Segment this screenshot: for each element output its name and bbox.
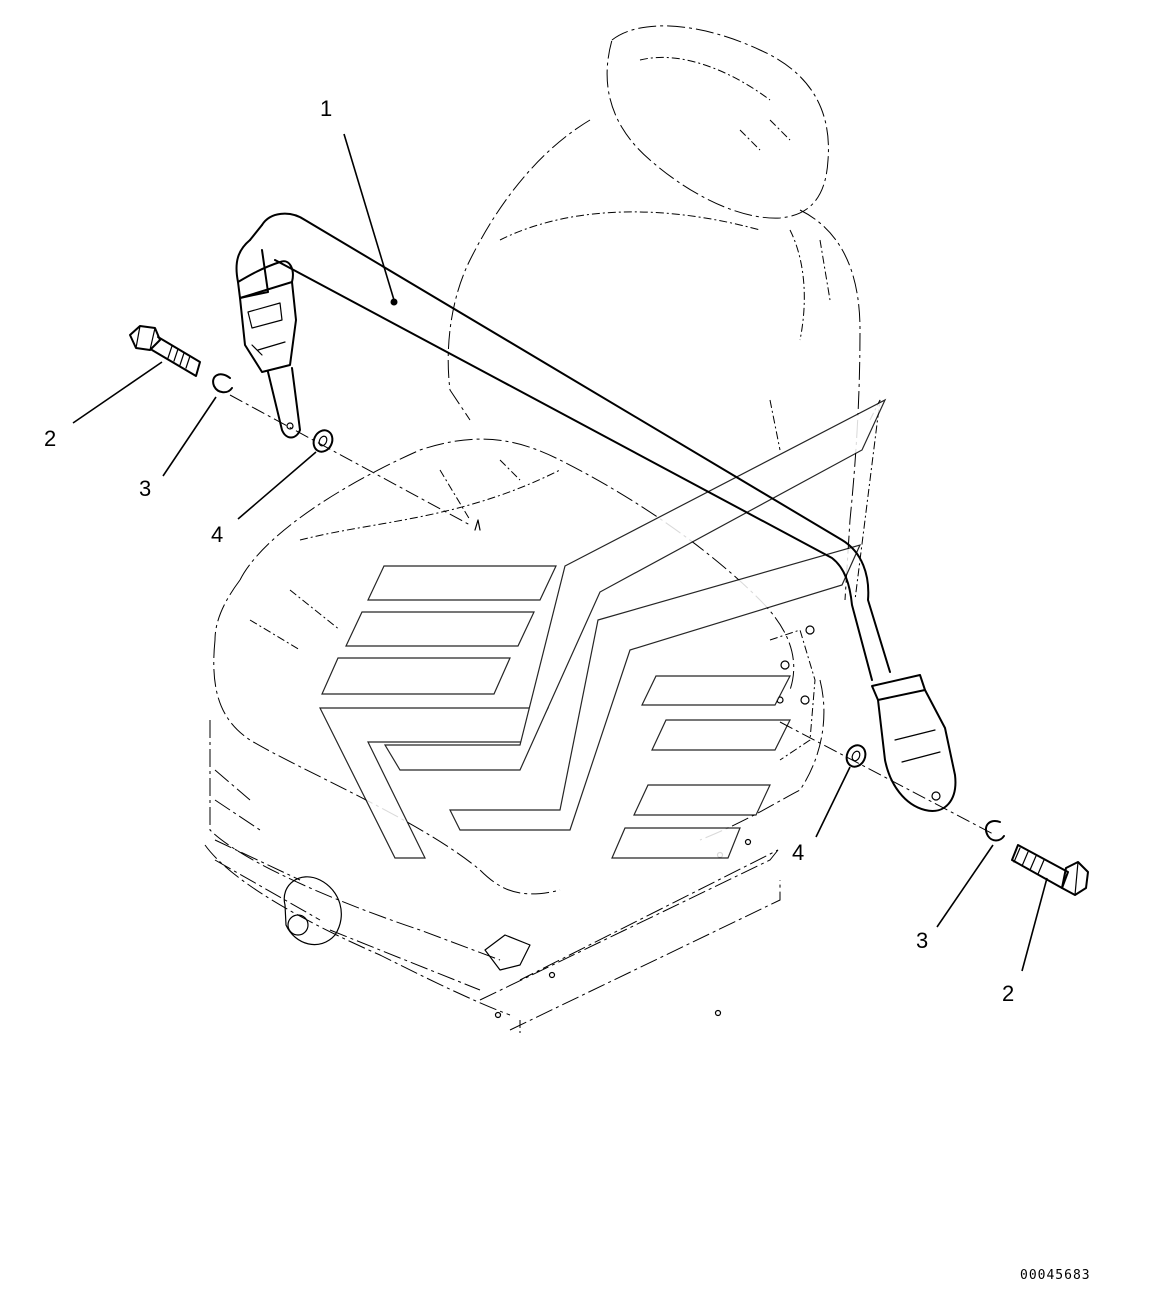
bolt-left-part <box>129 325 201 377</box>
callout-bolt-right: 2 <box>1002 981 1014 1006</box>
clip-left-part <box>212 373 233 394</box>
callout-belt: 1 <box>320 96 332 121</box>
callout-clip-right: 3 <box>916 928 928 953</box>
callout-washer-right: 4 <box>792 840 804 865</box>
drawing-number: 00045683 <box>1020 1268 1091 1283</box>
bolt-right-part <box>1011 844 1089 896</box>
leader-lines <box>72 133 1048 972</box>
callout-bolt-left: 2 <box>44 426 56 451</box>
callout-clip-left: 3 <box>139 476 151 501</box>
washer-right-part <box>845 744 867 768</box>
seat-phantom-outline <box>204 25 881 1035</box>
washer-left-part <box>312 429 334 453</box>
clip-right-part <box>984 820 1005 842</box>
callout-washer-left: 4 <box>211 522 223 547</box>
seat-belt <box>235 212 957 812</box>
watermark-logo <box>319 398 887 859</box>
alignment-lines <box>229 394 996 836</box>
